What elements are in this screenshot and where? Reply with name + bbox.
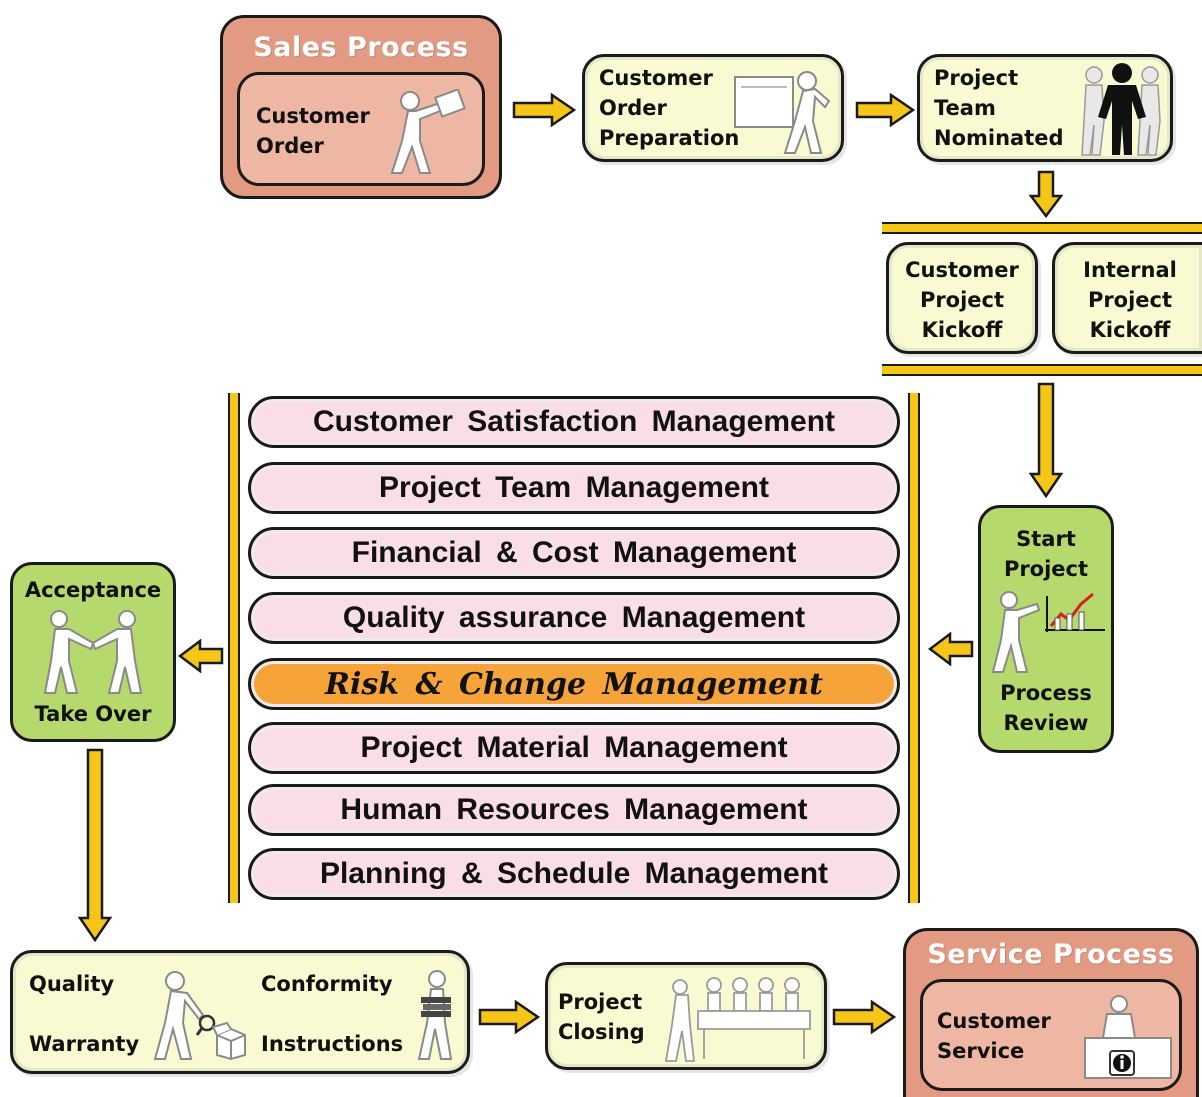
team-nominated-line1: Project <box>934 66 1019 90</box>
customer-order-box: Customer Order <box>237 72 485 186</box>
arrow-left-icon <box>178 639 224 673</box>
figure-pushing-icon <box>380 89 470 179</box>
customer-service-box: Customer Service <box>920 979 1182 1091</box>
customer-service-label-2: Service <box>937 1039 1025 1063</box>
start-project-line3: Process <box>1000 681 1092 705</box>
figure-carrying-books-icon <box>411 967 461 1063</box>
arrow-down-icon <box>78 748 112 942</box>
service-process-title: Service Process <box>927 939 1175 970</box>
internal-kickoff-box: Internal Project Kickoff <box>1052 242 1202 354</box>
closing-line2: Closing <box>558 1020 645 1044</box>
arrow-right-icon <box>832 1000 896 1034</box>
team-silhouettes-icon <box>1074 61 1170 159</box>
start-project-line2: Project <box>1003 557 1089 581</box>
order-preparation-box: Customer Order Preparation <box>582 54 844 162</box>
growth-chart-icon <box>989 586 1107 676</box>
internal-kickoff-line1: Internal <box>1083 258 1177 282</box>
arrow-left-icon <box>928 632 974 666</box>
arrow-down-icon <box>1029 170 1063 218</box>
take-over-label: Take Over <box>34 702 152 726</box>
management-area-4-highlighted: Risk & Change Management <box>248 658 900 710</box>
start-project-line4: Review <box>1003 711 1089 735</box>
management-area-2: Financial & Cost Management <box>248 527 900 579</box>
team-nominated-line2: Team <box>934 96 996 120</box>
acceptance-label: Acceptance <box>24 578 162 602</box>
customer-service-label-1: Customer <box>937 1009 1051 1033</box>
vertical-bar-left <box>228 393 240 903</box>
customer-kickoff-line3: Kickoff <box>921 318 1003 342</box>
warranty-box: Quality Warranty Conformity Instructions <box>10 950 470 1074</box>
team-nominated-box: Project Team Nominated <box>917 54 1173 162</box>
management-area-5: Project Material Management <box>248 722 900 774</box>
customer-kickoff-box: Customer Project Kickoff <box>886 242 1038 354</box>
customer-order-label-2: Order <box>256 134 324 158</box>
arrow-down-icon <box>1029 382 1063 498</box>
closing-line1: Project <box>558 990 643 1014</box>
instructions-label: Instructions <box>261 1032 404 1056</box>
internal-kickoff-line3: Kickoff <box>1089 318 1171 342</box>
management-area-1: Project Team Management <box>248 462 900 514</box>
meeting-table-icon <box>664 971 814 1065</box>
customer-kickoff-line1: Customer <box>905 258 1019 282</box>
customer-kickoff-line2: Project <box>919 288 1005 312</box>
arrow-right-icon <box>855 93 915 127</box>
acceptance-box: Acceptance Take Over <box>10 562 176 742</box>
management-area-6: Human Resources Management <box>248 784 900 836</box>
team-nominated-line3: Nominated <box>934 126 1064 150</box>
quality-label: Quality <box>29 972 115 996</box>
arrow-right-icon <box>478 1000 540 1034</box>
box-icon <box>211 1021 251 1061</box>
vertical-bar-right <box>908 393 920 903</box>
magnifier-figure-icon <box>145 967 221 1063</box>
conformity-label: Conformity <box>261 972 393 996</box>
project-closing-box: Project Closing <box>545 962 827 1070</box>
service-process-box: Service Process Customer Service <box>903 928 1199 1097</box>
sync-bar-bottom <box>882 364 1202 376</box>
start-project-line1: Start <box>1016 527 1076 551</box>
order-prep-line1: Customer <box>599 66 713 90</box>
internal-kickoff-line2: Project <box>1087 288 1173 312</box>
info-icon <box>1109 1050 1135 1076</box>
customer-order-label-1: Customer <box>256 104 370 128</box>
order-prep-line2: Order <box>599 96 667 120</box>
order-prep-line3: Preparation <box>599 126 740 150</box>
management-area-0: Customer Satisfaction Management <box>248 396 900 448</box>
sales-process-box: Sales Process Customer Order <box>220 15 502 199</box>
warranty-label: Warranty <box>29 1032 140 1056</box>
management-area-3: Quality assurance Management <box>248 592 900 644</box>
arrow-right-icon <box>512 93 576 127</box>
sync-bar-top <box>882 222 1202 234</box>
handshake-icon <box>41 607 145 697</box>
sales-process-title: Sales Process <box>253 32 469 63</box>
figure-presenting-icon <box>731 65 831 157</box>
management-area-7: Planning & Schedule Management <box>248 848 900 900</box>
start-project-box: Start Project Process Review <box>978 505 1114 753</box>
